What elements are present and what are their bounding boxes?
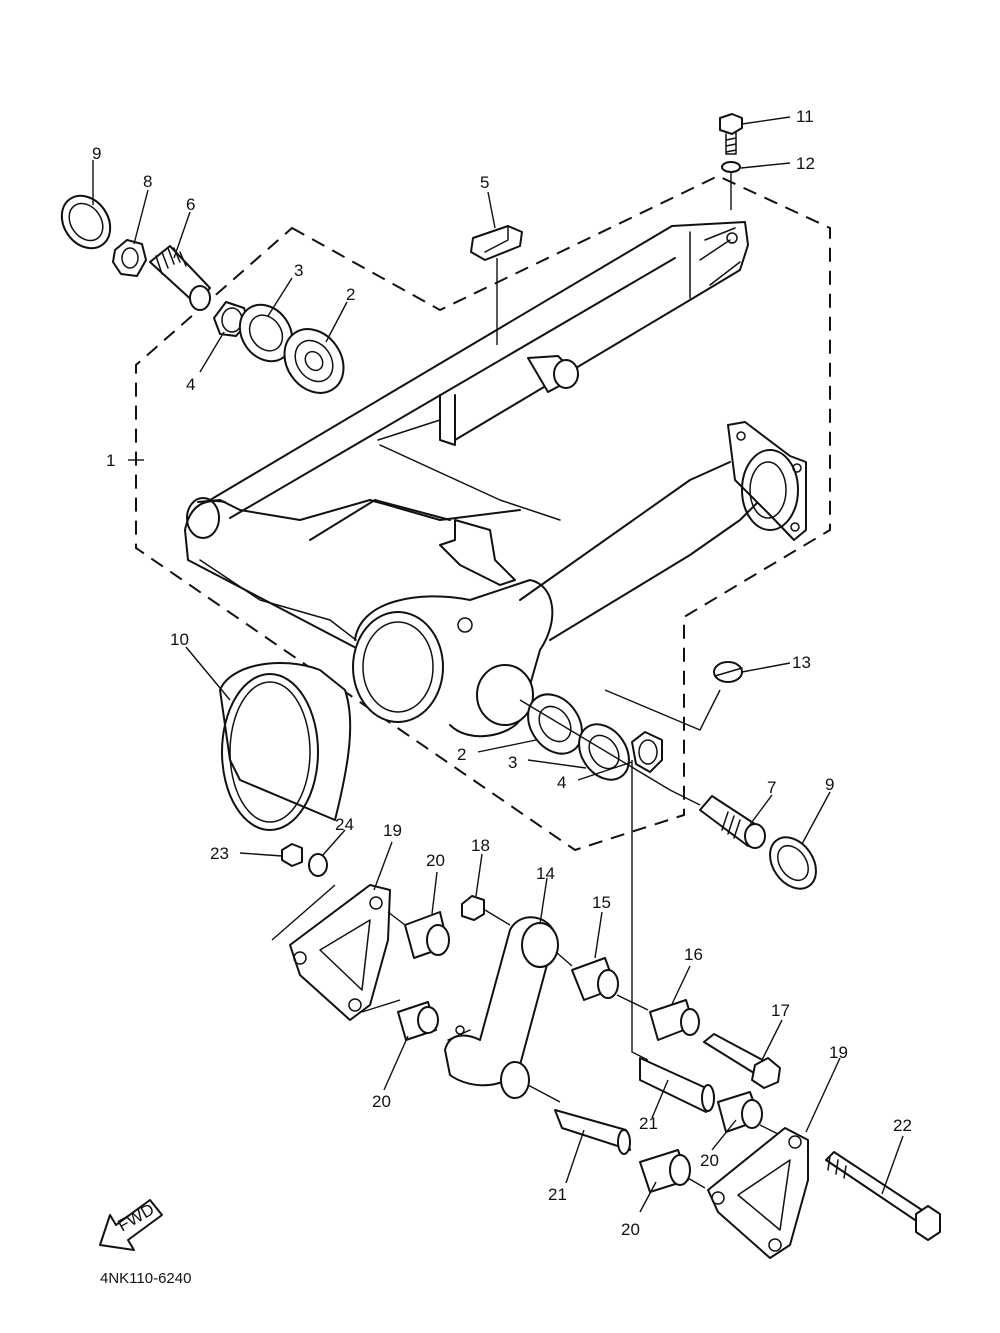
part-17-bolt xyxy=(703,1033,781,1089)
callout-19-left: 19 xyxy=(383,821,402,840)
part-4-collar-lower xyxy=(631,731,663,773)
diagram-code: 4NK110-6240 xyxy=(100,1270,191,1287)
part-20-bush-d xyxy=(639,1149,691,1193)
part-22-bolt xyxy=(825,1151,941,1241)
part-23-nut xyxy=(281,843,303,867)
part-9-cover-upper xyxy=(60,194,112,250)
callout-3-lower: 3 xyxy=(508,753,517,772)
callout-21-a: 21 xyxy=(639,1114,658,1133)
callout-9: 9 xyxy=(92,144,101,163)
callout-17: 17 xyxy=(771,1001,790,1020)
callout-14: 14 xyxy=(536,864,555,883)
callout-13: 13 xyxy=(792,653,811,672)
callout-23: 23 xyxy=(210,844,229,863)
part-20-bush-c xyxy=(717,1091,763,1133)
part-21-collar-b xyxy=(554,1109,631,1155)
callout-10: 10 xyxy=(170,630,189,649)
callout-24: 24 xyxy=(335,815,354,834)
callout-18: 18 xyxy=(471,836,490,855)
callout-15: 15 xyxy=(592,893,611,912)
callout-11: 11 xyxy=(796,107,814,126)
callout-6: 6 xyxy=(186,195,195,214)
callout-3-upper: 3 xyxy=(294,261,303,280)
callout-22: 22 xyxy=(893,1116,912,1135)
part-11-bolt xyxy=(719,113,743,155)
callout-12: 12 xyxy=(796,154,815,173)
part-18-nut xyxy=(461,895,485,921)
part-3-seal-lower xyxy=(578,723,630,781)
part-2-bearing-upper xyxy=(283,328,345,394)
callout-20-b: 20 xyxy=(372,1092,391,1111)
fwd-arrow-icon: FWD xyxy=(99,1199,163,1251)
part-19-plate-right xyxy=(707,1127,809,1259)
callout-2-lower: 2 xyxy=(457,745,466,764)
callout-7: 7 xyxy=(767,778,776,797)
part-2-bearing-lower xyxy=(527,693,583,755)
callout-21-b: 21 xyxy=(548,1185,567,1204)
part-19-plate-left xyxy=(289,884,391,1021)
part-14-arm xyxy=(444,916,559,1099)
part-8-nut xyxy=(112,239,147,277)
part-10-ring xyxy=(219,662,352,831)
callout-5: 5 xyxy=(480,173,489,192)
part-12-washer xyxy=(721,161,741,173)
callout-20-d: 20 xyxy=(621,1220,640,1239)
part-24-washer xyxy=(308,853,328,877)
callout-2-upper: 2 xyxy=(346,285,355,304)
swingarm xyxy=(184,221,807,738)
leader-lines xyxy=(92,116,904,1213)
callout-9-lower: 9 xyxy=(825,775,834,794)
part-5-pad xyxy=(470,225,523,345)
part-20-bush-b xyxy=(397,1001,439,1041)
part-3-seal-upper xyxy=(238,303,294,363)
callout-8: 8 xyxy=(143,172,152,191)
part-21-collar-a xyxy=(639,1057,715,1113)
callout-4-upper: 4 xyxy=(186,375,195,394)
callout-20-c: 20 xyxy=(700,1151,719,1170)
part-13-cap xyxy=(713,661,743,683)
callout-16: 16 xyxy=(684,945,703,964)
part-7-pivot-shaft-lower xyxy=(699,795,766,849)
callout-4-lower: 4 xyxy=(557,773,566,792)
part-9-cover-lower xyxy=(769,836,817,890)
callout-1: 1 xyxy=(106,451,115,470)
part-20-bush-a xyxy=(404,911,450,959)
part-6-pivot-shaft xyxy=(149,245,211,311)
part-15-bush xyxy=(571,957,619,1001)
part-16-bush xyxy=(649,999,700,1041)
callout-labels: 9 8 6 5 11 12 3 2 4 1 10 13 2 3 4 7 9 23… xyxy=(92,107,912,1239)
callout-20-a: 20 xyxy=(426,851,445,870)
assembly-boundary xyxy=(135,174,831,852)
callout-19-right: 19 xyxy=(829,1043,848,1062)
